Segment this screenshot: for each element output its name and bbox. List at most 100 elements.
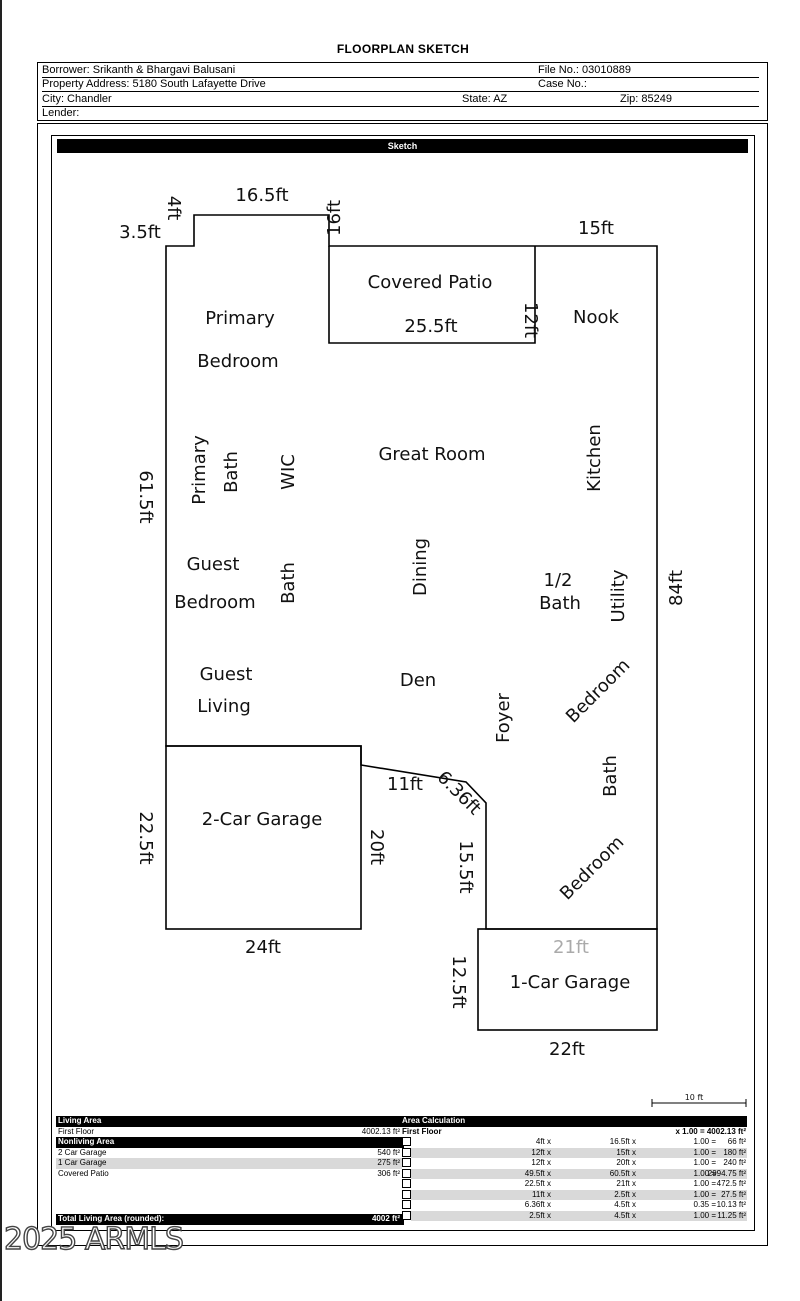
room-den: Den <box>400 670 436 691</box>
living-area-header: Living Area <box>56 1116 404 1127</box>
calc-cell-a: 11ft x <box>532 1189 551 1199</box>
dim-3-5ft: 3.5ft <box>119 222 161 243</box>
checkbox-icon <box>402 1189 411 1199</box>
dim-61-5ft: 61.5ft <box>135 470 156 523</box>
calc-row-bg <box>411 1189 747 1200</box>
calc-cell-a: 2.5ft x <box>529 1210 551 1220</box>
sketch-inner-frame: Sketch <box>51 135 755 1231</box>
room-bedroom-right-2: Bedroom <box>556 832 628 904</box>
calc-cell-d: 66 ft² <box>727 1137 746 1146</box>
garage2-label: 2 Car Garage <box>58 1147 107 1157</box>
calc-cell-c: 1.00 = <box>693 1179 716 1188</box>
calc-cell-d: 240 ft² <box>723 1158 746 1167</box>
calc-cell-d: 472.5 ft² <box>716 1179 746 1188</box>
case-no-text: Case No.: <box>538 78 587 90</box>
dim-16ft: 16ft <box>324 200 345 236</box>
calc-first-floor-label: First Floor <box>402 1126 442 1136</box>
dim-20ft: 20ft <box>366 829 387 865</box>
calc-row-checkbox <box>402 1137 411 1148</box>
calc-cell-b: 4.5ft x <box>614 1210 636 1220</box>
garage1-row-bg <box>56 1158 402 1169</box>
room-bedroom-right-1: Bedroom <box>562 655 634 727</box>
room-primary-vertical: Primary <box>189 435 210 505</box>
calc-cell-a: 49.5ft x <box>524 1168 551 1178</box>
calc-cell-d: 11.25 ft² <box>717 1210 746 1220</box>
scale-label: 10 ft <box>685 1093 704 1102</box>
dim-12ft: 12ft <box>520 302 541 338</box>
calc-row-checkbox <box>402 1210 411 1222</box>
calc-cell-a: 22.5ft x <box>524 1179 551 1188</box>
calc-cell-c: 1.00 = <box>693 1147 716 1157</box>
calc-first-floor-total: x 1.00 = 4002.13 ft² <box>675 1126 747 1136</box>
calc-cell-d: 10.13 ft² <box>716 1200 746 1209</box>
room-guest-bedroom: Bedroom <box>174 592 255 613</box>
calc-cell-b: 60.5ft x <box>609 1168 636 1178</box>
nonliving-header: Nonliving Area <box>56 1137 404 1148</box>
room-guest-2: Guest <box>200 664 253 685</box>
room-primary-bedroom: Bedroom <box>197 351 278 372</box>
garage2-outline <box>165 745 362 930</box>
property-text: Property Address: 5180 South Lafayette D… <box>42 78 266 90</box>
dim-22ft: 22ft <box>549 1039 585 1060</box>
dim-21ft: 21ft <box>553 937 589 958</box>
dim-11ft: 11ft <box>387 774 423 795</box>
calc-cell-b: 16.5ft x <box>609 1137 636 1146</box>
calc-cell-a: 4ft x <box>535 1137 551 1146</box>
dim-84ft: 84ft <box>666 570 687 606</box>
checkbox-icon <box>402 1147 411 1157</box>
patio-outline <box>328 246 536 344</box>
dim-22-5ft: 22.5ft <box>135 811 156 864</box>
header-row-lender: Lender: <box>42 106 759 120</box>
zip-text: Zip: 85249 <box>620 93 672 105</box>
header-row-borrower: Borrower: Srikanth & Bhargavi Balusani F… <box>42 63 759 78</box>
calc-cell-c: 1.00 = <box>693 1210 716 1220</box>
calc-cell-c: 1.00 = <box>693 1189 716 1199</box>
first-floor-label: First Floor <box>58 1126 94 1136</box>
document-title: FLOORPLAN SKETCH <box>336 42 470 56</box>
header-box: Borrower: Srikanth & Bhargavi Balusani F… <box>37 62 768 121</box>
dim-16-5ft: 16.5ft <box>235 185 288 206</box>
room-covered-patio: Covered Patio <box>368 272 493 293</box>
dim-25-5ft: 25.5ft <box>404 316 457 337</box>
page-edge-line <box>0 0 2 1301</box>
calc-row-checkbox <box>402 1200 411 1211</box>
calc-cell-b: 15ft x <box>616 1147 636 1157</box>
dim-15ft: 15ft <box>578 218 614 239</box>
city-text: City: Chandler <box>42 93 112 105</box>
room-bath-right: Bath <box>600 755 621 797</box>
room-primary: Primary <box>205 308 275 329</box>
first-floor-value: 4002.13 ft² <box>361 1126 400 1136</box>
calc-cell-c: 0.35 = <box>693 1200 716 1209</box>
calc-row-checkbox <box>402 1168 411 1180</box>
calc-row-checkbox <box>402 1189 411 1201</box>
area-calc-header: Area Calculation <box>402 1116 747 1127</box>
calc-row-bg <box>411 1168 747 1179</box>
room-wic: WIC <box>278 454 299 490</box>
room-2-car-garage: 2-Car Garage <box>202 809 323 830</box>
dim-15-5ft: 15.5ft <box>455 840 476 893</box>
room-half: 1/2 <box>544 570 573 591</box>
calc-row-checkbox <box>402 1179 411 1190</box>
garage1-value: 275 ft² <box>377 1158 400 1167</box>
dim-24ft: 24ft <box>245 937 281 958</box>
room-utility: Utility <box>608 569 629 622</box>
patio-label: Covered Patio <box>58 1168 109 1178</box>
checkbox-icon <box>402 1158 411 1168</box>
checkbox-icon <box>402 1137 411 1147</box>
garage1-label: 1 Car Garage <box>58 1158 107 1167</box>
room-kitchen: Kitchen <box>584 424 605 492</box>
header-row-city: City: Chandler State: AZ Zip: 85249 <box>42 92 759 107</box>
borrower-text: Borrower: Srikanth & Bhargavi Balusani <box>42 64 236 76</box>
room-great-room: Great Room <box>378 444 485 465</box>
calc-cell-b: 21ft x <box>616 1179 636 1188</box>
garage1-outline <box>477 928 658 1031</box>
total-living-value: 4002 ft² <box>371 1214 400 1223</box>
room-1-car-garage: 1-Car Garage <box>510 972 631 993</box>
checkbox-icon <box>402 1179 411 1189</box>
calc-cell-a: 12ft x <box>531 1147 551 1157</box>
patio-value: 306 ft² <box>377 1168 400 1178</box>
floorplan-walls <box>165 214 747 1107</box>
garage2-value: 540 ft² <box>377 1147 400 1157</box>
room-nook: Nook <box>573 307 619 328</box>
